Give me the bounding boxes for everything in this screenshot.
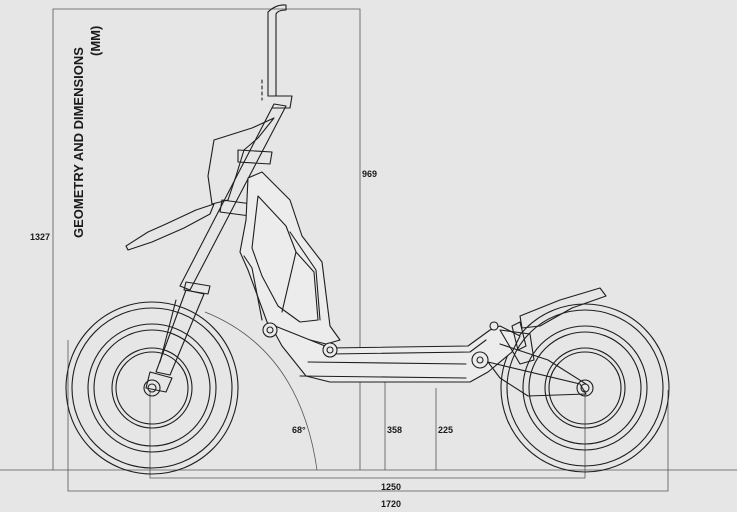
overall-length-bracket: [67, 340, 669, 492]
dim-head-angle: 68°: [292, 425, 306, 435]
height-frame: [52, 8, 361, 470]
dim-deck-height: 358: [387, 425, 402, 435]
dim-handlebar-to-deck: 969: [362, 169, 377, 179]
pivot-points: [262, 321, 499, 369]
title-line-1: GEOMETRY AND DIMENSIONS: [71, 47, 86, 238]
frame: [239, 171, 341, 345]
dim-overall-height: 1327: [30, 232, 50, 242]
rear-fender: [519, 287, 607, 329]
handlebar: [261, 4, 293, 109]
front-wheel: [65, 301, 239, 475]
rear-wheel: [500, 303, 670, 473]
title-line-2: (MM): [88, 26, 103, 56]
page-subtitle: (MM): [88, 26, 103, 56]
front-fairing: [207, 117, 275, 205]
dim-overall-length: 1720: [381, 499, 401, 509]
swingarm: [487, 321, 587, 397]
deck: [269, 323, 521, 383]
front-fender: [125, 203, 215, 251]
dim-ground-clearance: 225: [438, 425, 453, 435]
angle-arc: [204, 311, 318, 471]
page-title: GEOMETRY AND DIMENSIONS: [71, 47, 86, 238]
dim-wheelbase: 1250: [381, 482, 401, 492]
wheelbase-bracket: [149, 390, 586, 479]
fork: [145, 103, 287, 393]
